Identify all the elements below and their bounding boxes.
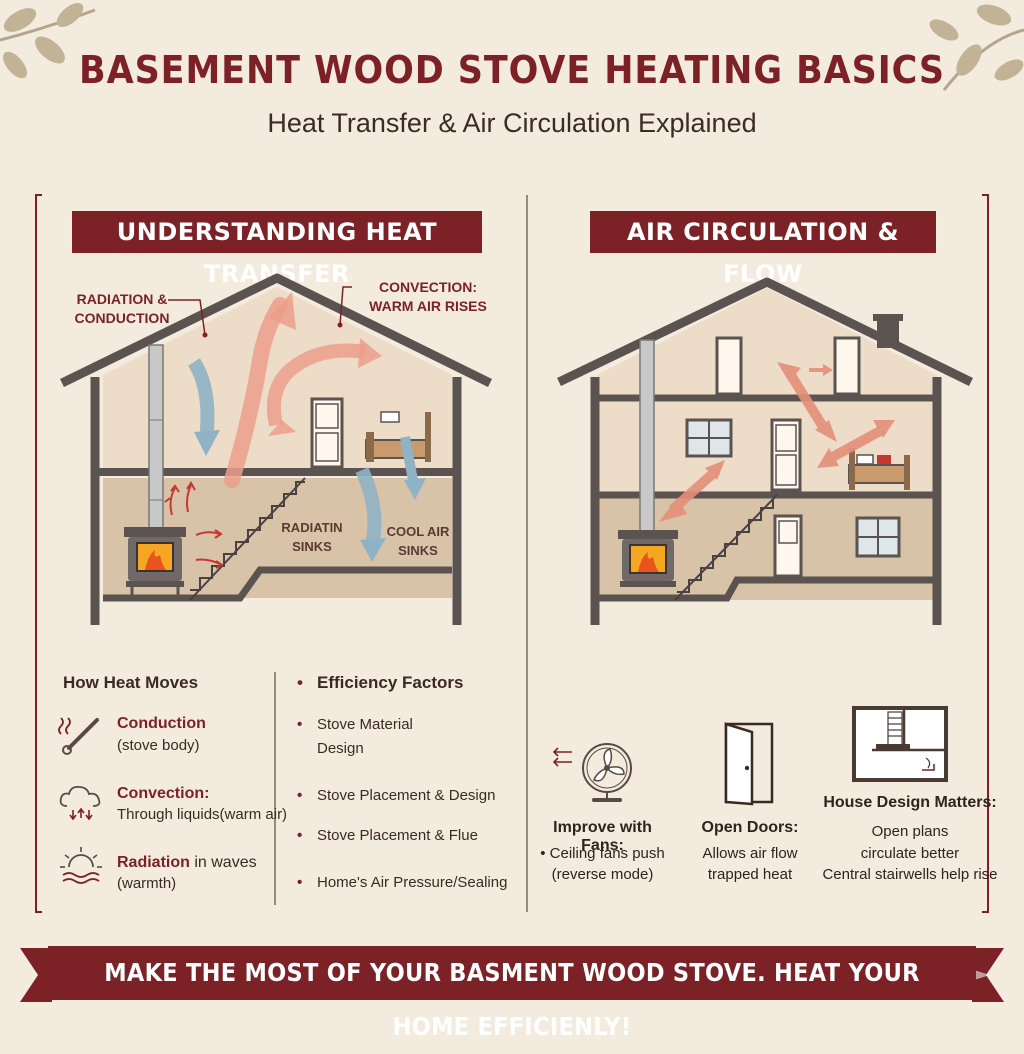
design-tip-line: circulate better [860,845,960,862]
fans-tip-line: • Ceiling fans push [540,845,665,862]
design-tip-line: Open plans [871,823,949,840]
doors-tip-title: Open Doors: [701,819,799,836]
page-subtitle: Heat Transfer & Air Circulation Explaine… [267,108,757,138]
label-convection-rises: CONVECTION: WARM AIR RISES [369,279,487,314]
heat-transfer-banner: UNDERSTANDING HEAT TRANSFER [72,211,482,288]
leaf-decoration-left-icon [0,3,96,79]
how-heat-moves-heading: How Heat Moves [63,673,199,692]
frame-lines [35,194,989,913]
efficiency-item-text: Home's Air Pressure/Sealing [317,874,508,891]
efficiency-item: •Home's Air Pressure/Sealing [297,874,508,891]
leaf-decoration-right-icon [929,4,1024,91]
label-radiatin-sinks: RADIATIN SINKS [281,520,343,554]
efficiency-item-text: Stove Placement & Flue [317,827,478,844]
efficiency-item: •Stove Material Design [297,715,517,761]
design-tip-line: Central stairwells help rise [822,866,998,883]
label-radiation-conduction: RADIATION & CONDUCTION [74,291,170,326]
radiation-title-suffix: in waves [189,854,257,871]
design-tip-title: House Design Matters: [823,794,997,811]
efficiency-factors-heading: •Efficiency Factors [297,673,464,692]
convection-title: Convection: [117,785,210,802]
efficiency-item: •Stove Placement & Flue [297,827,478,844]
air-circulation-banner: AIR CIRCULATION & FLOW [590,211,936,288]
doors-tip-line: trapped heat [707,866,793,883]
page-title: BASEMENT WOOD STOVE HEATING BASICS [79,48,945,92]
radiation-title-word: Radiation [117,854,190,871]
floorplan-icon [852,706,948,782]
label-cool-air-sinks: COOL AIR SINKS [386,524,450,558]
cloud-icon [59,785,101,821]
efficiency-item: •Stove Placement & Design [297,787,496,804]
sun-icon [60,847,102,884]
conduction-text: (stove body) [117,737,200,754]
radiation-text: (warmth) [117,875,177,892]
doors-tip-line: Allows air flow [702,845,798,862]
fans-tip-title: Improve with Fans: [553,819,652,854]
door-icon [724,722,774,806]
wood-stove-icon [124,527,186,595]
efficiency-item-text: Stove Placement & Design [317,787,496,804]
convection-text: Through liquids(warm air) [117,806,288,823]
footer-text: MAKE THE MOST OF YOUR BASMENT WOOD STOVE… [104,958,920,1041]
radiation-title: Radiation in waves [117,854,257,872]
efficiency-item-text: Stove Material Design [317,716,413,757]
heat-transfer-house-diagram [60,273,492,625]
fan-icon [552,743,632,802]
wrench-icon [58,717,99,755]
efficiency-factors-title: Efficiency Factors [317,673,464,692]
footer-banner: MAKE THE MOST OF YOUR BASMENT WOOD STOVE… [48,946,976,1041]
conduction-title: Conduction [117,715,206,732]
fans-tip-line: (reverse mode) [551,866,654,883]
air-circulation-house-diagram [557,277,973,625]
